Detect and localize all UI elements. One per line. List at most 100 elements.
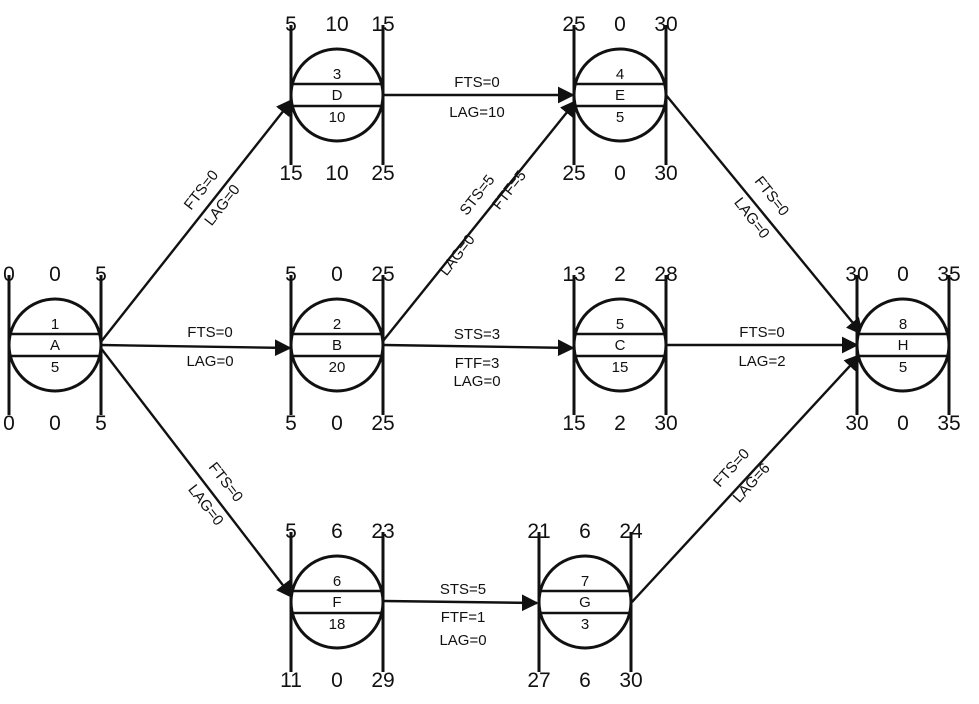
edge-label: FTF=3 [455, 355, 500, 372]
node-code: 7 [581, 573, 589, 590]
free-float: 0 [614, 13, 626, 36]
edge-arrow [99, 98, 294, 344]
free-float: 6 [579, 520, 591, 543]
edge-label: LAG=10 [449, 104, 504, 121]
earliest-finish: 28 [654, 263, 677, 286]
total-float: 0 [897, 412, 909, 435]
edge-label: FTS=0 [187, 324, 232, 341]
latest-finish: 30 [654, 162, 677, 185]
node-duration: 10 [329, 109, 346, 126]
earliest-start: 25 [562, 13, 585, 36]
edge-label: STS=5 [457, 172, 499, 219]
node-duration: 5 [616, 109, 624, 126]
free-float: 0 [331, 263, 343, 286]
latest-finish: 29 [371, 669, 394, 692]
edge-label: LAG=0 [453, 373, 500, 390]
node-name: C [615, 337, 626, 354]
edge-label: LAG=0 [439, 632, 486, 649]
node-name: H [898, 337, 909, 354]
latest-start: 30 [845, 412, 868, 435]
latest-start: 27 [527, 669, 550, 692]
edge-arrow [382, 99, 578, 342]
node-code: 6 [333, 573, 341, 590]
latest-finish: 5 [95, 412, 107, 435]
latest-start: 0 [3, 412, 15, 435]
total-float: 10 [325, 162, 348, 185]
edge-label: STS=3 [454, 326, 500, 343]
total-float: 0 [49, 412, 61, 435]
node-duration: 15 [612, 359, 629, 376]
edges-layer: FTS=0LAG=0FTS=0LAG=0FTS=0LAG=0FTS=0LAG=1… [99, 74, 864, 649]
earliest-finish: 23 [371, 520, 394, 543]
node-duration: 5 [899, 359, 907, 376]
node-name: D [332, 87, 343, 104]
latest-start: 15 [562, 412, 585, 435]
edge-arrow [100, 339, 292, 357]
free-float: 0 [897, 263, 909, 286]
latest-start: 15 [279, 162, 302, 185]
earliest-start: 0 [3, 263, 15, 286]
node-code: 8 [899, 316, 907, 333]
node-duration: 5 [51, 359, 59, 376]
node-duration: 3 [581, 616, 589, 633]
latest-finish: 30 [654, 412, 677, 435]
latest-start: 5 [285, 412, 297, 435]
node-name: G [579, 594, 591, 611]
total-float: 0 [331, 412, 343, 435]
latest-finish: 25 [371, 412, 394, 435]
edge-label: LAG=0 [186, 353, 233, 370]
edge-label: LAG=2 [738, 353, 785, 370]
edge-label: LAG=0 [436, 231, 478, 279]
earliest-start: 13 [562, 263, 585, 286]
earliest-start: 21 [527, 520, 550, 543]
earliest-finish: 25 [371, 263, 394, 286]
latest-finish: 25 [371, 162, 394, 185]
edge-arrow [383, 594, 539, 612]
node-code: 3 [333, 66, 341, 83]
latest-finish: 30 [619, 669, 642, 692]
earliest-finish: 5 [95, 263, 107, 286]
edge-arrow [99, 346, 294, 599]
earliest-start: 5 [285, 13, 297, 36]
node-name: B [332, 337, 342, 354]
edge-label: FTF=5 [489, 167, 530, 213]
node-code: 4 [616, 66, 624, 83]
latest-start: 25 [562, 162, 585, 185]
node-code: 5 [616, 316, 624, 333]
earliest-start: 5 [285, 263, 297, 286]
edge-label: FTS=0 [454, 74, 499, 91]
edge-arrow [665, 94, 864, 336]
earliest-finish: 30 [654, 13, 677, 36]
free-float: 10 [325, 13, 348, 36]
edge-arrow [631, 353, 862, 603]
node-name: A [50, 337, 60, 354]
latest-start: 11 [280, 669, 302, 692]
node-duration: 20 [329, 359, 346, 376]
latest-finish: 35 [937, 412, 960, 435]
edge-label: STS=5 [440, 581, 486, 598]
edge-label: FTS=0 [739, 324, 784, 341]
node-code: 1 [51, 316, 59, 333]
earliest-finish: 35 [937, 263, 960, 286]
total-float: 0 [331, 669, 343, 692]
earliest-start: 5 [285, 520, 297, 543]
node-name: F [332, 594, 341, 611]
earliest-finish: 15 [371, 13, 394, 36]
activity-node-d: 3D 10 5 10 15 15 10 25 [279, 13, 394, 185]
total-float: 0 [614, 162, 626, 185]
node-duration: 18 [329, 616, 346, 633]
node-code: 2 [333, 316, 341, 333]
